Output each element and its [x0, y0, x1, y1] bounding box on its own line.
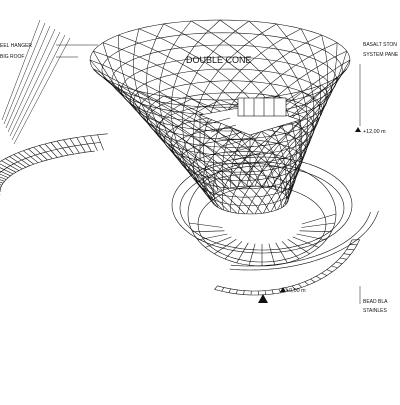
hanger-roof-lines [2, 20, 70, 144]
cone-diagonal [90, 60, 262, 213]
ramp-tie [244, 291, 245, 295]
core-box [238, 98, 286, 116]
label-bead-blasted: BEAD BLA [363, 299, 388, 305]
core-stair [217, 132, 242, 139]
ramp-tie [57, 141, 68, 155]
paving-line [193, 231, 225, 232]
ramp-tie [229, 289, 231, 293]
ramp-tie [327, 270, 333, 272]
paving-line [225, 241, 242, 259]
ramp-tie [84, 137, 92, 152]
roof-line [6, 26, 50, 128]
ramp-tie [9, 157, 26, 168]
label-basalt-stone: BASALT STON [363, 42, 397, 48]
cone-diagonal [238, 60, 350, 213]
ramp-tie [344, 254, 351, 255]
paving-line [189, 223, 223, 228]
ramp-tie [272, 290, 273, 294]
level-upper-label: +12,00 m [363, 129, 386, 135]
ramp-edge [230, 211, 379, 270]
label-system-panel: SYSTEM PANE [363, 52, 399, 58]
ramp-tie [279, 289, 281, 293]
ramp-tie [298, 284, 301, 287]
ramp-tie [51, 143, 63, 157]
label-double-cone: DOUBLE CONE [186, 55, 252, 65]
paving-line [300, 231, 332, 232]
ramp-edge [231, 212, 371, 266]
roof-line [2, 20, 40, 120]
paving-line [302, 214, 336, 224]
base-ring [180, 166, 344, 250]
level-ground-label: +0,00 m [286, 288, 306, 294]
ramp-tie [215, 286, 218, 290]
label-steel-hanger: EEL HANGER [0, 43, 32, 49]
ramp-tie [18, 153, 34, 165]
ramp-tie [332, 266, 338, 268]
ramp-tie [77, 138, 86, 153]
paving-line [301, 223, 335, 228]
ramp-tie [311, 279, 315, 282]
roof-line [12, 35, 65, 140]
ramp-tie [322, 273, 327, 276]
label-stainless: STAINLES [363, 308, 387, 314]
ramp-tie [34, 147, 48, 160]
ramp-tie [236, 290, 237, 294]
cone-ring [196, 163, 295, 197]
ramp-tie [28, 149, 42, 161]
label-big-roof: BIG ROOF [0, 54, 24, 60]
ramp-tie [305, 282, 309, 285]
label-leader-lines [56, 45, 360, 304]
cone-diagonal [247, 51, 347, 214]
ramp-tie [336, 262, 342, 264]
ramp-tie [39, 146, 52, 159]
ramp-tie [316, 276, 321, 279]
ramp-tie [45, 144, 57, 157]
ramp-tie [340, 258, 347, 259]
level-marker-upper: +12,00 m [355, 127, 386, 135]
ramp-tie [23, 151, 38, 163]
ramp-tie [14, 155, 30, 166]
north-arrow-icon [258, 294, 268, 303]
ramp-tie [347, 249, 354, 250]
ramp-tie [265, 291, 266, 295]
paving-line [282, 241, 299, 259]
roof-line [4, 23, 45, 124]
ramp-tie [222, 288, 224, 292]
